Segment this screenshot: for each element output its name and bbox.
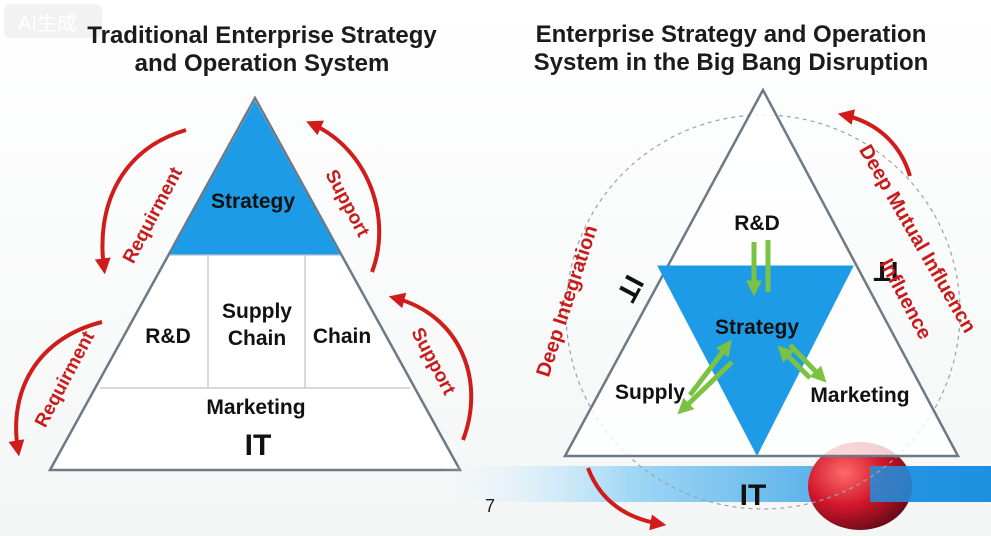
right-supply-label: Supply (615, 381, 685, 404)
right-it-left-label: IT (611, 270, 650, 307)
support-upper-arrow (306, 120, 382, 273)
right-title-line1: Enterprise Strategy and Operation (536, 21, 927, 48)
left-it-label: IT (245, 429, 272, 462)
left-chain-label: Chain (228, 327, 286, 350)
watermark: AI生成 (4, 4, 102, 38)
left-title-line1: Traditional Enterprise Strategy (87, 22, 437, 49)
right-title-line2: System in the Big Bang Disruption (534, 49, 929, 76)
right-triangle (562, 87, 961, 458)
page-number: 7 (485, 496, 495, 516)
deep-integration-label: Deep Integration (532, 223, 602, 380)
left-strategy-label: Strategy (211, 190, 295, 213)
left-chain2-label: Chain (313, 325, 371, 348)
green-arrows (677, 240, 827, 415)
requirement-upper-arrow (94, 128, 187, 275)
svg-text:AI生成: AI生成 (18, 12, 77, 35)
left-supply-label: Supply (222, 300, 292, 323)
right-strategy-label: Strategy (715, 316, 799, 339)
right-rd-label: R&D (734, 212, 780, 235)
left-rd-label: R&D (145, 325, 191, 348)
left-marketing-label: Marketing (206, 396, 305, 419)
requirement-lower-arrow (8, 320, 103, 457)
right-it-right-label: IT (874, 256, 899, 287)
left-triangle (47, 95, 463, 472)
deep-mutual-arrow (837, 109, 912, 177)
right-it-bottom-label: IT (740, 479, 767, 512)
left-title-line2: and Operation System (135, 50, 390, 77)
support-lower-arrow (388, 292, 474, 441)
influence-circle (565, 114, 961, 510)
deep-integration-arrow (586, 467, 667, 531)
decorative-red-sphere (808, 442, 912, 530)
right-marketing-label: Marketing (810, 384, 909, 407)
